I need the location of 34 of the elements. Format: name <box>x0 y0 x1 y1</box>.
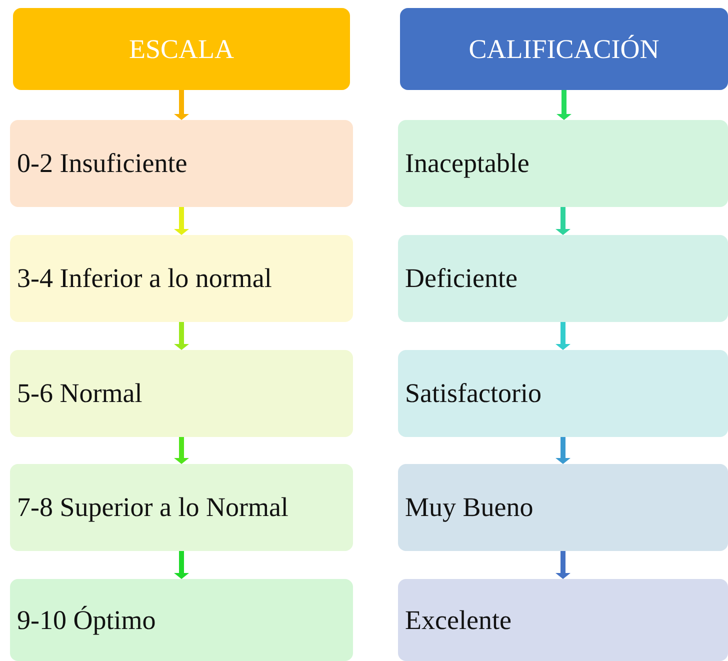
box-label: Satisfactorio <box>404 378 542 409</box>
box-label: 5-6 Normal <box>16 378 142 409</box>
box-label: ESCALA <box>128 34 234 64</box>
process-box <box>10 464 353 551</box>
box-label: 9-10 Óptimo <box>16 604 156 636</box>
header-box <box>13 8 350 90</box>
arrow <box>174 322 189 350</box>
box-label: Deficiente <box>404 263 518 294</box>
box-label: 7-8 Superior a lo Normal <box>16 492 288 523</box>
process-box <box>10 235 353 322</box>
process-box <box>398 350 728 437</box>
box-label: Excelente <box>404 604 512 636</box>
process-box <box>10 579 353 661</box>
arrow <box>556 551 570 579</box>
process-box <box>10 350 353 437</box>
arrow <box>174 90 189 120</box>
process-box <box>398 235 728 322</box>
process-box <box>10 120 353 207</box>
box-label: 3-4 Inferior a lo normal <box>16 263 272 294</box>
arrow <box>174 437 189 464</box>
process-box <box>398 120 728 207</box>
arrow <box>174 207 189 235</box>
box-label: CALIFICACIÓN <box>468 34 660 64</box>
arrow <box>556 322 570 350</box>
arrow <box>556 437 570 464</box>
header-box <box>400 8 728 90</box>
arrow <box>556 207 570 235</box>
process-box <box>398 464 728 551</box>
process-box <box>398 579 728 661</box>
box-label: Muy Bueno <box>404 492 534 523</box>
arrow <box>556 90 572 120</box>
box-label: 0-2 Insuficiente <box>16 148 188 179</box>
arrow <box>174 551 189 579</box>
box-label: Inaceptable <box>404 148 530 179</box>
